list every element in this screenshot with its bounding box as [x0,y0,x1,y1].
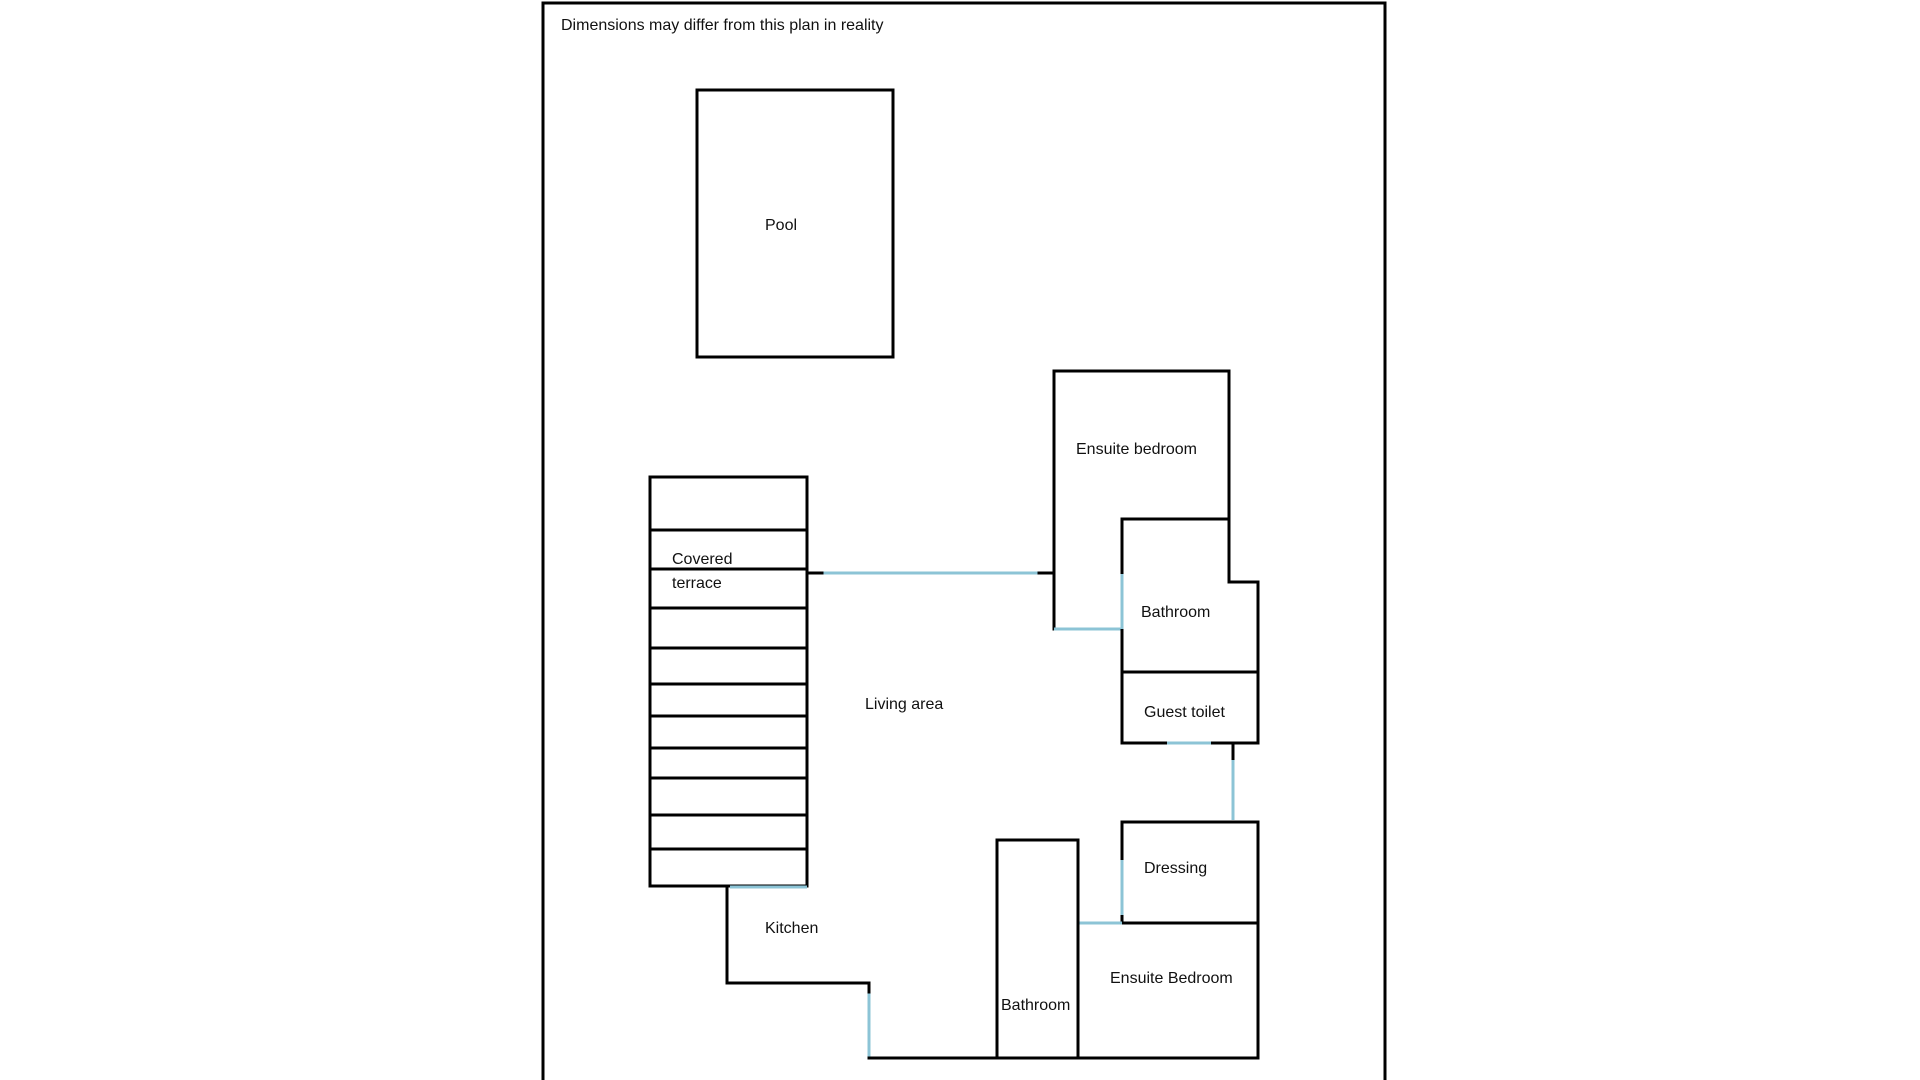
covered-terrace: Covered terrace [648,475,809,888]
kitchen-walls [725,885,871,985]
kitchen: Kitchen [725,885,999,1060]
pool-outline [695,88,895,359]
bathroom-top-label: Bathroom [1141,604,1210,621]
ensuite-bedroom-bottom-walls [1076,921,1260,1060]
pool-label: Pool [765,217,797,234]
guest-toilet-walls [1120,670,1169,745]
dressing: Dressing [1120,820,1260,925]
bathroom-top-walls [1120,517,1260,674]
bathroom-bottom-outline [995,838,1080,1060]
bathroom-top: Bathroom [1120,517,1260,674]
ensuite-bedroom-top-walls [1052,369,1231,631]
covered-terrace-label-line1: Covered [672,551,732,568]
kitchen-label: Kitchen [765,920,818,937]
ensuite-bedroom-top-label: Ensuite bedroom [1076,441,1197,458]
dressing-label: Dressing [1144,860,1207,877]
guest-toilet: Guest toilet [1120,670,1260,745]
covered-terrace-outline [648,475,809,888]
guest-toilet-walls-right [1209,670,1260,745]
disclaimer-note: Dimensions may differ from this plan in … [561,17,884,34]
bathroom-bottom-label: Bathroom [1001,997,1070,1014]
ensuite-bedroom-top: Ensuite bedroom [1052,369,1231,631]
ensuite-bedroom-bottom: Ensuite Bedroom [1076,921,1260,1060]
covered-terrace-label-line2: terrace [672,575,722,592]
guest-toilet-label: Guest toilet [1144,704,1225,721]
plan-frame [541,1,1387,1080]
bathroom-bottom: Bathroom [995,838,1080,1060]
living-area-label: Living area [865,696,943,713]
ensuite-bedroom-bottom-label: Ensuite Bedroom [1110,970,1233,987]
